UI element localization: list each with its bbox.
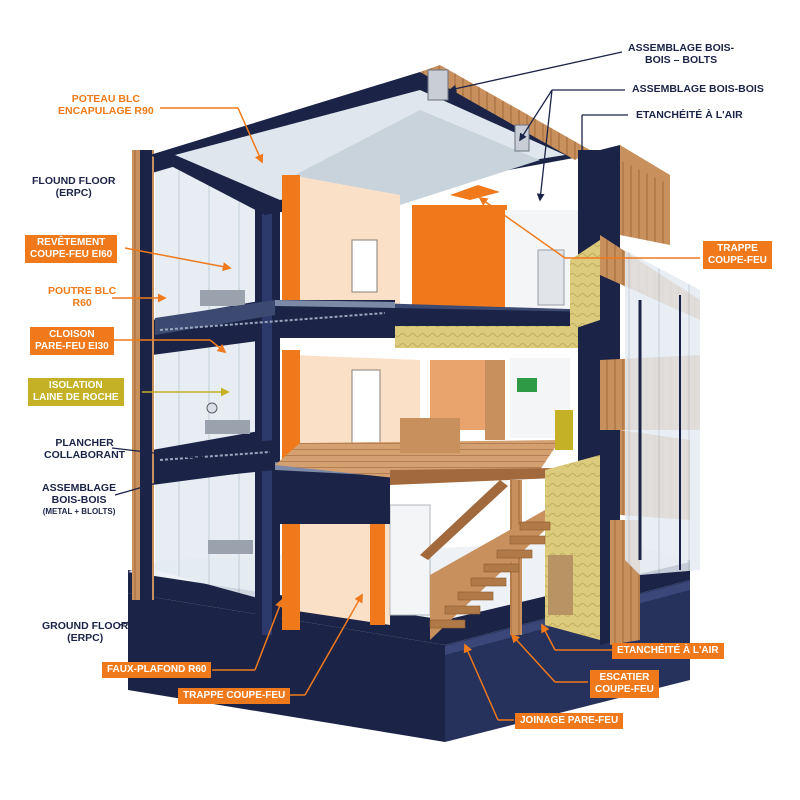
label-assemblage-bois-bois-top: ASSEMBLAGE BOIS-BOIS — [632, 83, 764, 95]
label-flound-floor: FLOUND FLOOR(ERPC) — [32, 175, 116, 200]
label-ground-floor: GROUND FLOOR(ERPC) — [42, 620, 129, 645]
middle-floor-slab — [158, 440, 560, 524]
right-wood-facade — [600, 145, 700, 645]
upper-floor-slab — [155, 300, 600, 348]
label-trappe-coupe-feu-bottom: TRAPPE COUPE-FEU — [178, 688, 291, 704]
label-etancheite-bottom: ETANCHÉITÉ À L'AIR — [612, 643, 724, 659]
label-assemblage-bois-bolts: ASSEMBLAGE BOIS-BOIS – BOLTS — [628, 42, 735, 67]
insulated-wall — [510, 150, 600, 640]
label-joinage-pare-feu: JOINAGE PARE-FEU — [515, 713, 624, 729]
staircase — [400, 418, 551, 640]
navy-leader-lines — [111, 51, 628, 626]
label-etancheite-top: ETANCHÉITÉ À L'AIR — [636, 109, 743, 121]
orange-leader-lines — [112, 107, 700, 721]
label-faux-plafond: FAUX-PLAFOND R60 — [102, 662, 212, 678]
